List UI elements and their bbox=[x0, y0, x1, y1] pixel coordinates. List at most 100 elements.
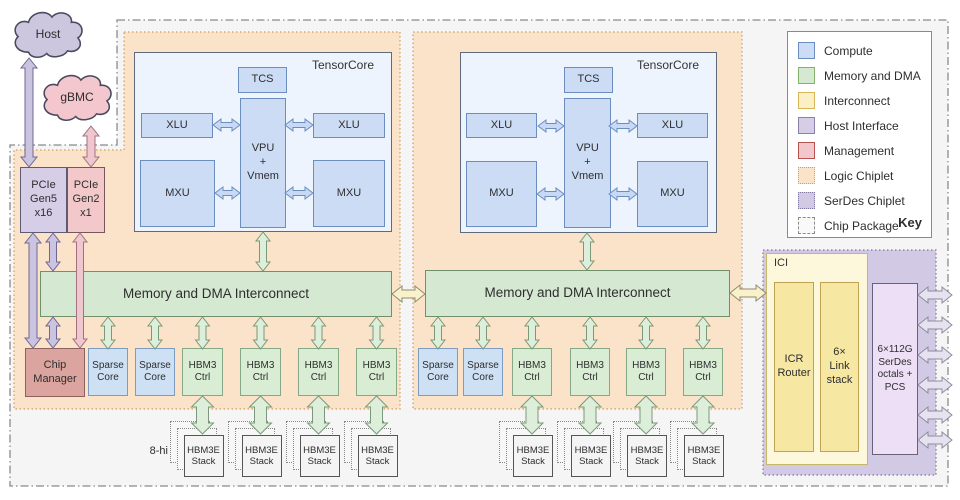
vpu-vmem-2: VPU + Vmem bbox=[564, 98, 611, 228]
key-row: Chip Package bbox=[798, 217, 899, 234]
double-arrow bbox=[99, 316, 117, 350]
key-row: SerDes Chiplet bbox=[798, 192, 905, 209]
double-arrow bbox=[44, 316, 62, 349]
key-row: Management bbox=[798, 142, 894, 159]
hbm3e-stack-label: HBM3E Stack bbox=[241, 435, 282, 477]
ici-label: ICI bbox=[774, 257, 789, 269]
key-label: Compute bbox=[824, 43, 873, 58]
hbm3e-stack: HBM3E Stack bbox=[285, 421, 340, 477]
hbm3-ctrl: HBM3 Ctrl bbox=[512, 348, 552, 396]
double-arrow bbox=[917, 315, 953, 335]
double-arrow bbox=[917, 405, 953, 425]
hbm3e-stack-label: HBM3E Stack bbox=[627, 435, 667, 477]
key-row: Memory and DMA bbox=[798, 67, 921, 84]
hbm3e-stack-label: HBM3E Stack bbox=[183, 435, 224, 477]
xlu-2-right: XLU bbox=[637, 113, 708, 138]
double-arrow bbox=[429, 316, 447, 350]
key-label: Chip Package bbox=[824, 218, 899, 233]
mxu-2-left: MXU bbox=[466, 161, 537, 227]
chip-manager: Chip Manager bbox=[25, 348, 85, 397]
host-interface-swatch bbox=[798, 117, 815, 134]
double-arrow bbox=[581, 316, 599, 350]
double-arrow bbox=[146, 316, 164, 350]
serdes-octals-box: 6×112G SerDes octals + PCS bbox=[872, 283, 918, 455]
key-row: Host Interface bbox=[798, 117, 899, 134]
double-arrow bbox=[637, 316, 655, 350]
key-label: Logic Chiplet bbox=[824, 168, 894, 183]
key-label: Interconnect bbox=[824, 93, 891, 108]
tensorcore-1-title: TensorCore bbox=[312, 58, 375, 72]
mem-dma-interconnect-1: Memory and DMA Interconnect bbox=[40, 271, 392, 317]
serdes-chiplet-swatch bbox=[798, 192, 815, 209]
double-arrow bbox=[917, 375, 953, 395]
hbm3e-stack-label: HBM3E Stack bbox=[299, 435, 340, 477]
xlu-1-left: XLU bbox=[141, 113, 213, 138]
double-arrow bbox=[19, 57, 39, 168]
sparse-core: Sparse Core bbox=[463, 348, 503, 396]
key-title: Key bbox=[898, 215, 922, 230]
hbm3-ctrl: HBM3 Ctrl bbox=[298, 348, 339, 396]
hbm3e-stack: HBM3E Stack bbox=[499, 421, 553, 477]
mxu-1-left: MXU bbox=[140, 160, 215, 227]
hbm3e-stack: HBM3E Stack bbox=[343, 421, 398, 477]
interconnect-swatch bbox=[798, 92, 815, 109]
link-stack-box: 6× Link stack bbox=[820, 282, 859, 452]
double-arrow bbox=[23, 232, 43, 349]
hbm3-ctrl: HBM3 Ctrl bbox=[626, 348, 666, 396]
double-arrow bbox=[368, 316, 385, 350]
mem-dma-interconnect-2: Memory and DMA Interconnect bbox=[425, 270, 730, 317]
hbm3e-stack-label: HBM3E Stack bbox=[571, 435, 611, 477]
hbm3e-stack-label: HBM3E Stack bbox=[684, 435, 724, 477]
logic-chiplet-swatch bbox=[798, 167, 815, 184]
mxu-2-right: MXU bbox=[637, 161, 708, 227]
key-label: SerDes Chiplet bbox=[824, 193, 905, 208]
tensorcore-2-title: TensorCore bbox=[637, 58, 700, 72]
pcie-gen5-box: PCIe Gen5 x16 bbox=[20, 167, 67, 233]
chip-package-swatch bbox=[798, 217, 815, 234]
key-label: Host Interface bbox=[824, 118, 899, 133]
vpu-vmem-1: VPU + Vmem bbox=[240, 98, 286, 228]
key-label: Memory and DMA bbox=[824, 68, 921, 83]
tcs-1: TCS bbox=[238, 67, 287, 93]
double-arrow bbox=[310, 316, 327, 350]
double-arrow bbox=[391, 284, 426, 304]
hbm3-ctrl: HBM3 Ctrl bbox=[182, 348, 223, 396]
tcs-2: TCS bbox=[564, 67, 613, 93]
management-swatch bbox=[798, 142, 815, 159]
double-arrow bbox=[917, 285, 953, 305]
key-row: Logic Chiplet bbox=[798, 167, 893, 184]
compute-swatch bbox=[798, 42, 815, 59]
mxu-1-right: MXU bbox=[313, 160, 385, 227]
double-arrow bbox=[252, 316, 269, 350]
double-arrow bbox=[694, 316, 712, 350]
hbm3e-stack: HBM3E Stack bbox=[169, 421, 224, 477]
hbm3e-stack: HBM3E Stack bbox=[557, 421, 611, 477]
hbm3-ctrl: HBM3 Ctrl bbox=[356, 348, 397, 396]
hbm3-ctrl: HBM3 Ctrl bbox=[570, 348, 610, 396]
double-arrow bbox=[729, 283, 767, 303]
hbm3-ctrl: HBM3 Ctrl bbox=[240, 348, 281, 396]
hbm-height-label: 8-hi bbox=[149, 445, 168, 457]
sparse-core: Sparse Core bbox=[418, 348, 458, 396]
double-arrow bbox=[194, 316, 211, 350]
double-arrow bbox=[578, 232, 596, 271]
icr-router-box: ICR Router bbox=[774, 282, 814, 452]
host-cloud-label: Host bbox=[35, 27, 61, 41]
double-arrow bbox=[81, 125, 101, 168]
double-arrow bbox=[523, 316, 541, 350]
key-legend: Compute Memory and DMA Interconnect Host… bbox=[787, 31, 932, 238]
hbm3e-stack: HBM3E Stack bbox=[670, 421, 724, 477]
gbmc-cloud-label: gBMC bbox=[60, 90, 94, 104]
xlu-1-right: XLU bbox=[313, 113, 385, 138]
double-arrow bbox=[917, 345, 953, 365]
double-arrow bbox=[474, 316, 492, 350]
hbm3e-stack: HBM3E Stack bbox=[227, 421, 282, 477]
hbm3e-stack-label: HBM3E Stack bbox=[357, 435, 398, 477]
hbm3e-stack-label: HBM3E Stack bbox=[513, 435, 553, 477]
double-arrow bbox=[44, 232, 62, 272]
key-row: Compute bbox=[798, 42, 873, 59]
key-label: Management bbox=[824, 143, 895, 158]
memory-dma-swatch bbox=[798, 67, 815, 84]
hbm3e-stack: HBM3E Stack bbox=[613, 421, 667, 477]
